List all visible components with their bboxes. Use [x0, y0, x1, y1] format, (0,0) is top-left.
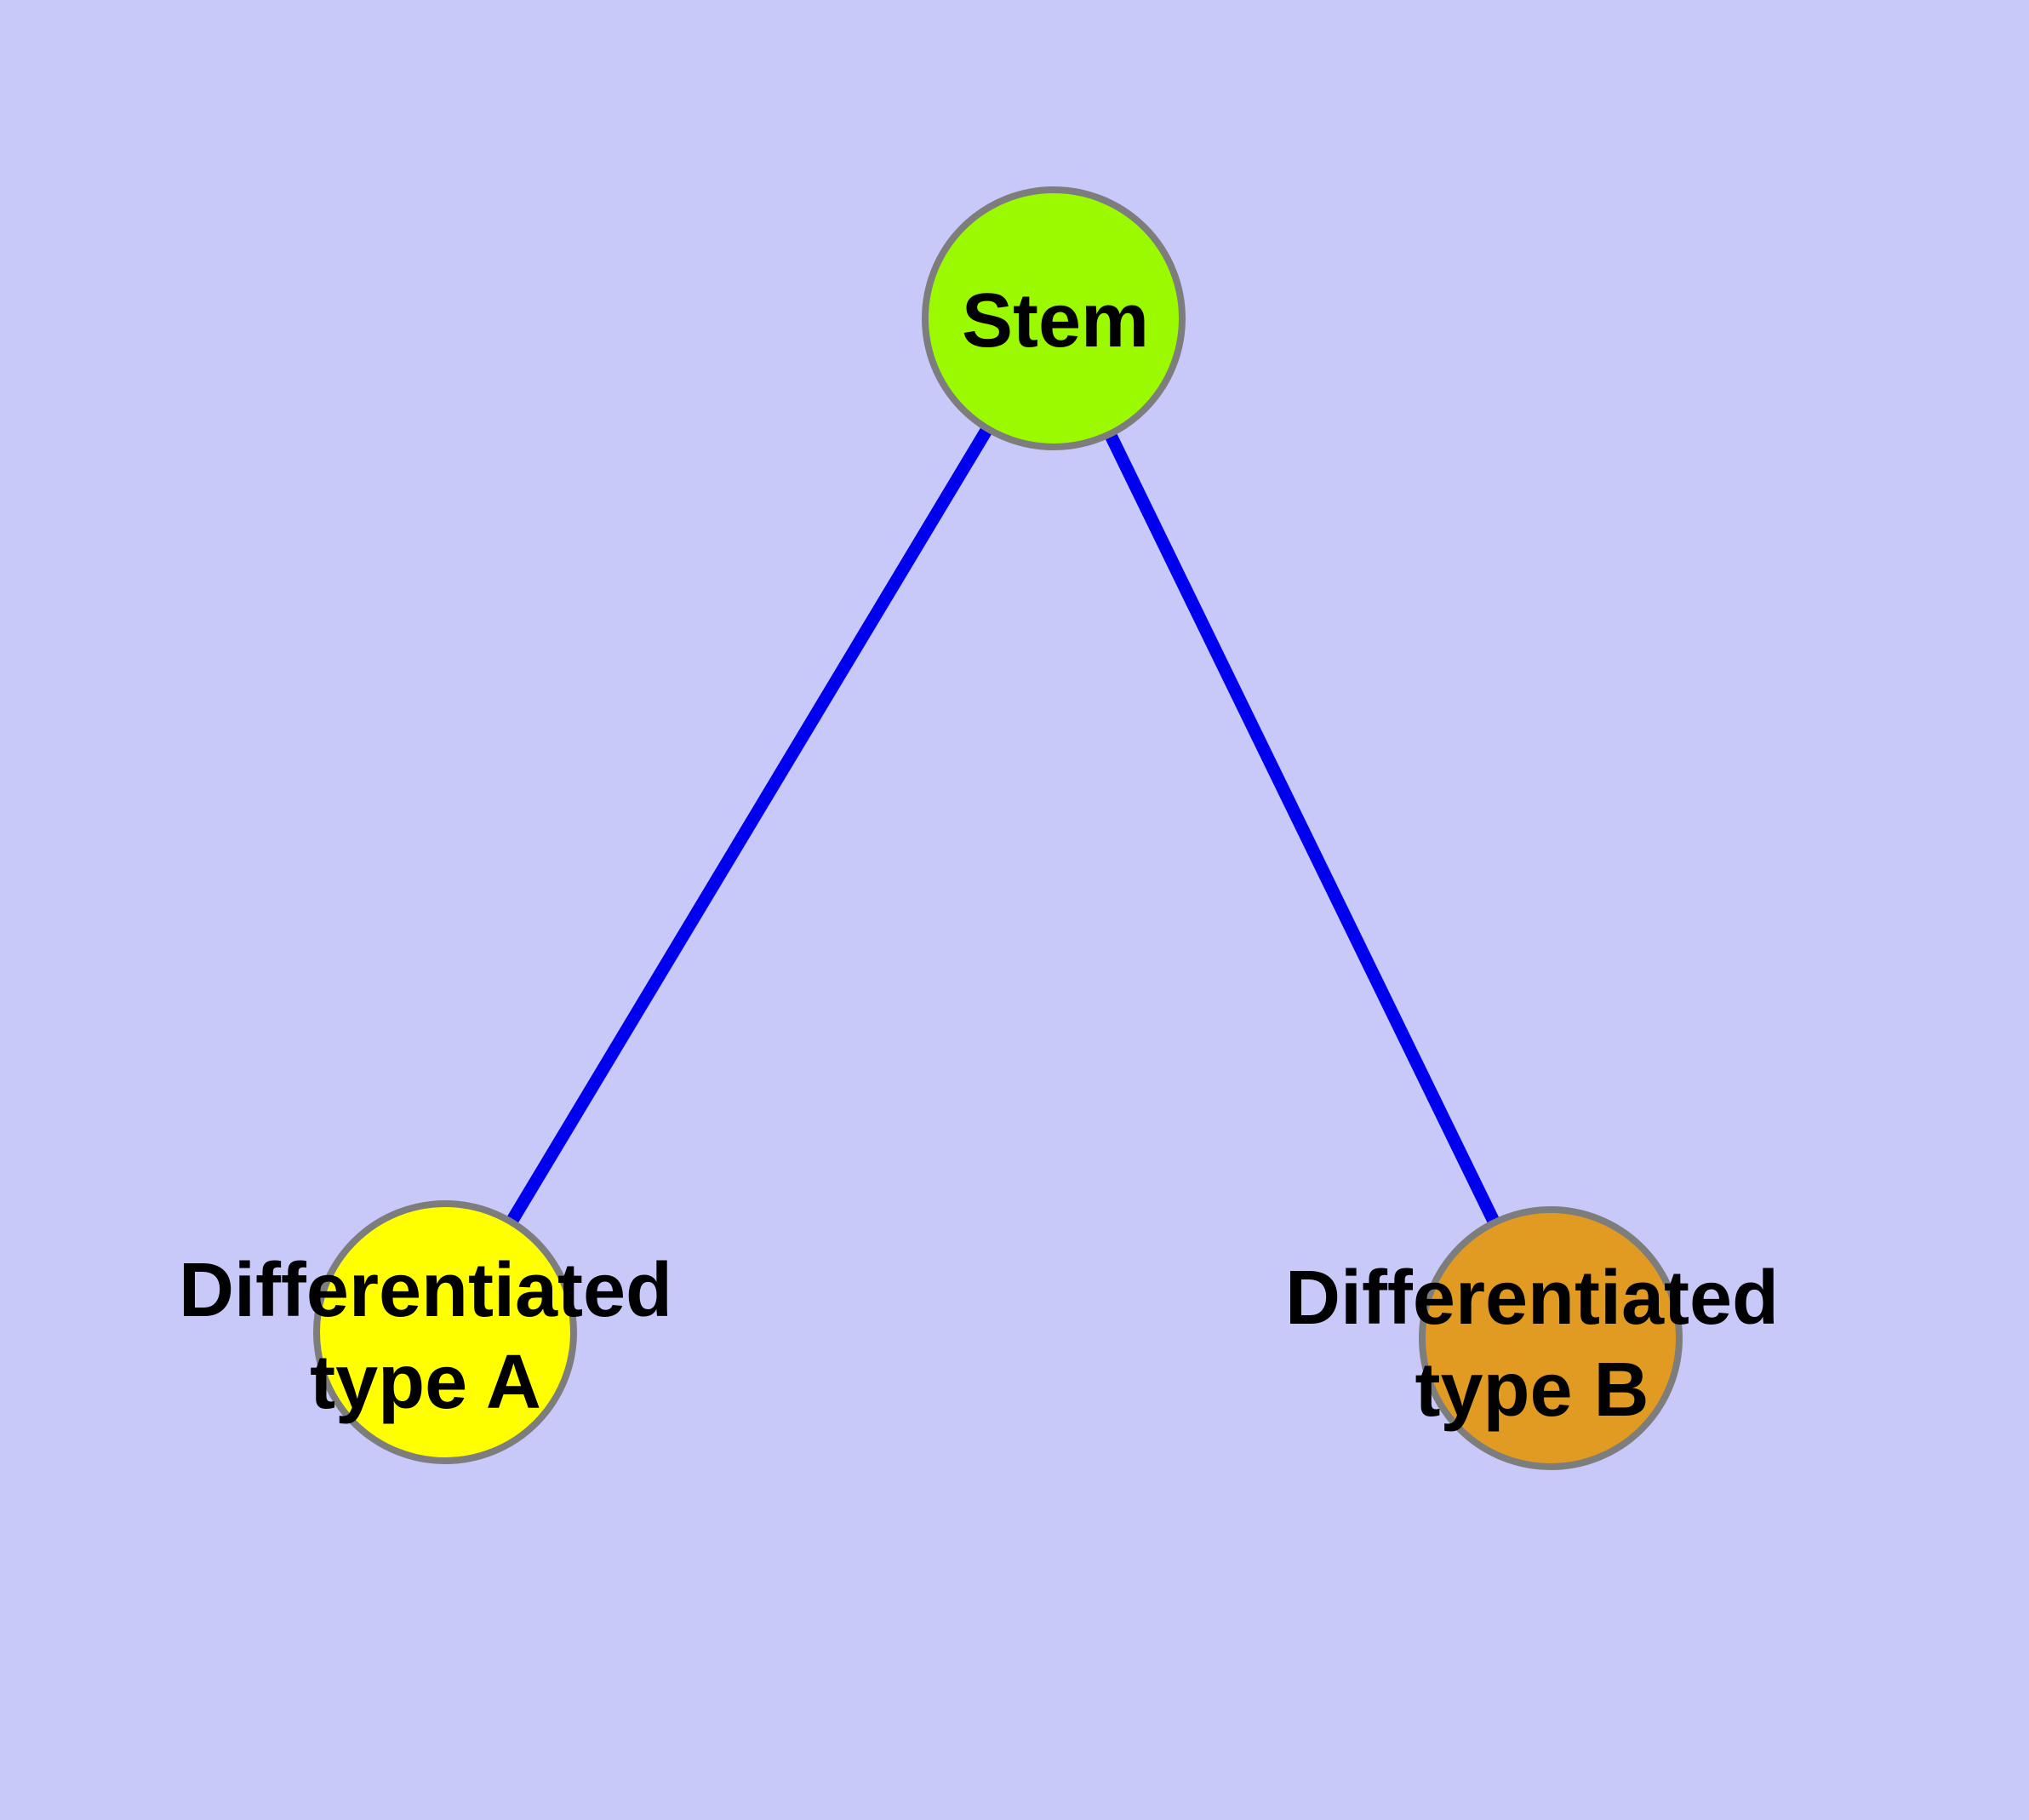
node-differentiated-type-a-label-line1: Differentiated	[179, 1248, 672, 1333]
node-differentiated-type-a-label-line2: type A	[310, 1340, 541, 1425]
node-differentiated-type-a-circle	[313, 1200, 577, 1464]
node-differentiated-type-b-label-line1: Differentiated	[1285, 1256, 1779, 1341]
node-stem: Stem	[922, 186, 1186, 450]
node-differentiated-type-b-circle	[1419, 1206, 1683, 1470]
node-stem-label: Stem	[962, 278, 1149, 363]
edge-stem-to-type-b	[1048, 315, 1557, 1342]
node-differentiated-type-b-label-line2: type B	[1415, 1348, 1649, 1433]
node-differentiated-type-a: Differentiated type A	[179, 1200, 672, 1464]
node-differentiated-type-b: Differentiated type B	[1285, 1206, 1779, 1470]
node-stem-circle	[922, 186, 1186, 450]
edge-stem-to-type-a	[439, 315, 1060, 1336]
